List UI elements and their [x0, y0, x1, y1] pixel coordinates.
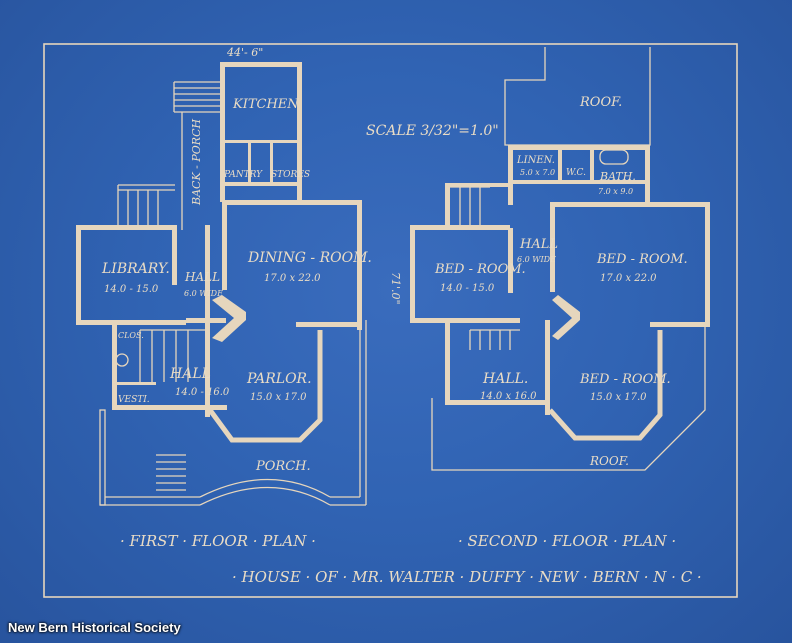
- bed-room-lower-size: 15.0 x 17.0: [590, 392, 647, 403]
- scale-label: SCALE 3/32"=1.0": [366, 123, 499, 139]
- first-floor-title: · FIRST · FLOOR · PLAN ·: [120, 532, 316, 550]
- bed-room-right-size: 17.0 x 22.0: [600, 273, 657, 284]
- second-floor-plan: [410, 47, 710, 471]
- upper-hall-size: 6.0 WIDE: [517, 255, 556, 264]
- bed-room-left-size: 14.0 - 15.0: [440, 283, 495, 294]
- dining-room-size: 17.0 x 22.0: [264, 273, 321, 284]
- house-title: · HOUSE · OF · MR. WALTER · DUFFY · NEW …: [232, 568, 702, 586]
- hall-size: 14.0 - 16.0: [175, 387, 230, 398]
- credit-label: New Bern Historical Society: [8, 620, 181, 635]
- bed-room-left-label: BED - ROOM.: [434, 262, 526, 277]
- parlor-label: PARLOR.: [246, 371, 312, 387]
- linen-size: 5.0 x 7.0: [520, 168, 555, 177]
- linen-label: LINEN.: [516, 155, 555, 166]
- lower-hall-label: HALL.: [482, 371, 528, 387]
- library-label: LIBRARY.: [101, 261, 170, 277]
- bed-room-right-label: BED - ROOM.: [596, 252, 688, 267]
- library-size: 14.0 - 15.0: [104, 284, 159, 295]
- bed-room-lower-label: BED - ROOM.: [579, 372, 671, 387]
- dimension-side-label: 71'.0": [389, 272, 402, 305]
- vesti-label: VESTI.: [118, 395, 150, 405]
- second-floor-title: · SECOND · FLOOR · PLAN ·: [458, 532, 676, 550]
- lower-hall-size: 14.0 x 16.0: [480, 391, 537, 402]
- wc-label: W.C.: [566, 168, 586, 178]
- stores-label: STORES: [271, 170, 310, 180]
- kitchen-label: KITCHEN: [232, 97, 299, 112]
- roof-bottom-label: ROOF.: [589, 454, 629, 468]
- porch-label: PORCH.: [255, 459, 311, 474]
- first-floor-labels: 44'- 6" KITCHEN BACK - PORCH PANTRY STOR…: [101, 46, 372, 550]
- back-porch-label: BACK - PORCH: [190, 119, 203, 206]
- upper-hall-label: HALL: [519, 237, 558, 252]
- first-floor-plan: [76, 62, 367, 506]
- bath-size: 7.0 x 9.0: [598, 187, 633, 196]
- dimension-top-label: 44'- 6": [226, 46, 263, 59]
- pantry-label: PANTRY: [223, 170, 263, 180]
- roof-top-label: ROOF.: [579, 95, 622, 110]
- border-frame: [43, 43, 738, 598]
- hall-label: HALL: [169, 366, 211, 382]
- bath-label: BATH.: [599, 170, 636, 183]
- dining-room-label: DINING - ROOM.: [247, 250, 372, 266]
- second-floor-labels: ROOF. LINEN. 5.0 x 7.0 W.C. BATH. 7.0 x …: [434, 95, 688, 550]
- hall-small-size: 6.0 WIDE: [184, 289, 223, 298]
- parlor-size: 15.0 x 17.0: [250, 392, 307, 403]
- hall-small-label: HALL: [184, 270, 220, 284]
- clos-label: CLOS.: [118, 331, 144, 340]
